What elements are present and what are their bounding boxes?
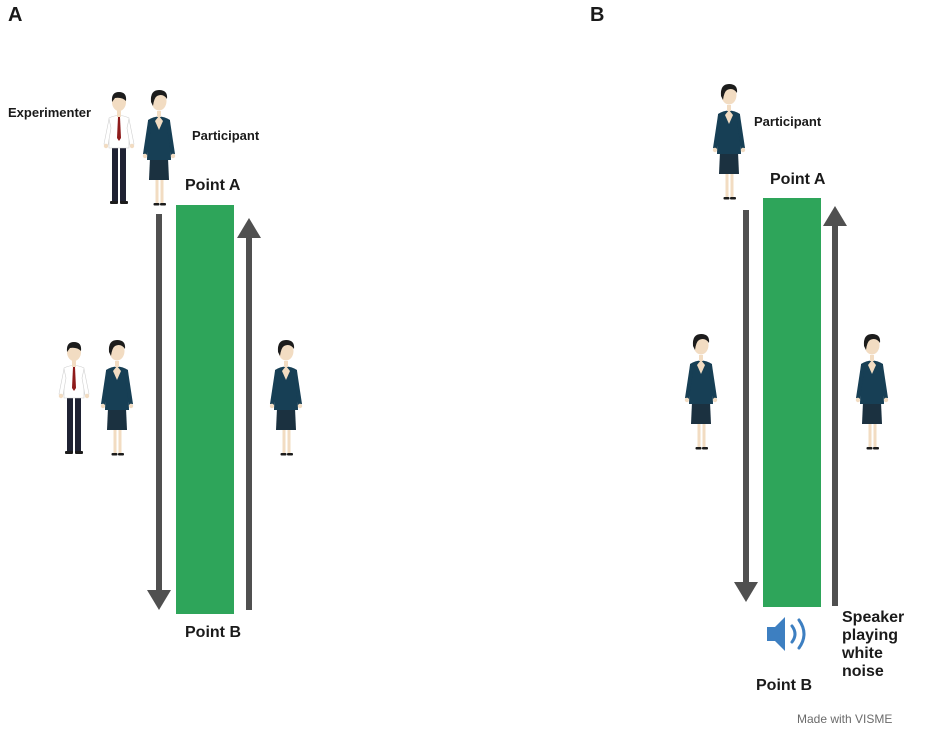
participant-figure-return-a [269,340,303,456]
speaker-sound-icon [767,617,806,651]
participant-label-b: Participant [754,114,822,129]
point-b-label-a: Point B [185,624,241,641]
arrow-up-b [823,206,847,606]
participant-label-a: Participant [192,128,260,143]
walkway-b [763,198,821,607]
participant-figure-middle-b [684,334,718,450]
arrow-down-b [734,210,758,602]
point-b-label-b: Point B [756,677,812,694]
experimenter-label: Experimenter [8,105,92,120]
participant-figure-middle-a [100,340,134,456]
arrow-up-a [237,218,261,610]
visme-credit: Made with VISME [797,712,893,726]
point-a-label-a: Point A [185,177,241,194]
panel-a-label: A [8,4,23,26]
participant-figure-top-a [142,90,176,206]
experimenter-figure-top [103,92,135,204]
walkway-a [176,205,234,614]
panel-b-label: B [590,4,605,26]
point-a-label-b: Point A [770,171,826,188]
participant-figure-top-b [712,84,746,200]
experimenter-figure-middle [58,342,90,454]
participant-figure-return-b [855,334,889,450]
arrow-down-a [147,214,171,610]
speaker-label: Speaker playing white noise [842,609,905,680]
